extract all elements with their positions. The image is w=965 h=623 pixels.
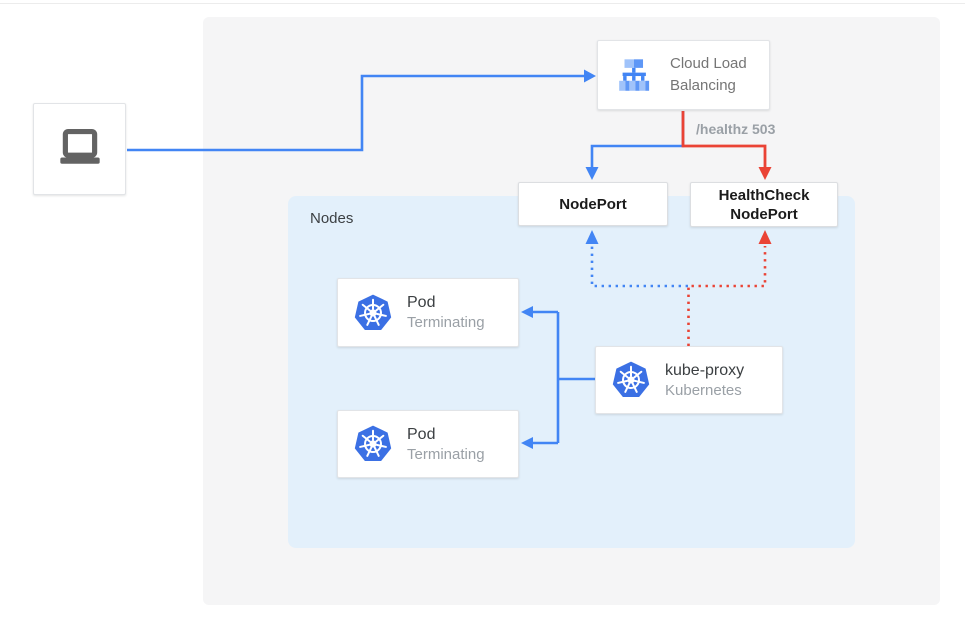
laptop-icon: [59, 128, 100, 164]
healthz-503-label: /healthz 503: [696, 121, 776, 137]
nodeport-label: NodePort: [559, 195, 627, 213]
pod-1-node: Pod Terminating: [337, 278, 519, 347]
kubernetes-icon: [354, 425, 392, 461]
nodes-container-label: Nodes: [310, 210, 354, 227]
kube-proxy-subtitle: Kubernetes: [665, 381, 742, 399]
load-balancer-icon: [619, 59, 650, 91]
cloud-load-balancing-label: Cloud Load Balancing: [670, 55, 747, 94]
nodeport-node: NodePort: [518, 182, 668, 226]
healthcheck-nodeport-node: HealthCheck NodePort: [690, 182, 838, 227]
kubernetes-icon: [612, 361, 650, 397]
kube-proxy-node: kube-proxy Kubernetes: [595, 346, 783, 414]
healthcheck-nodeport-label: HealthCheck NodePort: [718, 186, 810, 223]
pod-title: Pod: [407, 425, 436, 443]
kubernetes-icon: [354, 294, 392, 330]
kube-proxy-title: kube-proxy: [665, 361, 745, 379]
page-top-divider: [0, 3, 965, 4]
pod-title: Pod: [407, 294, 436, 311]
cloud-load-balancing-node: Cloud Load Balancing: [597, 40, 770, 110]
pod-status: Terminating: [407, 445, 485, 463]
pod-status: Terminating: [407, 314, 485, 331]
pod-2-node: Pod Terminating: [337, 410, 519, 478]
client-node: [33, 103, 126, 195]
